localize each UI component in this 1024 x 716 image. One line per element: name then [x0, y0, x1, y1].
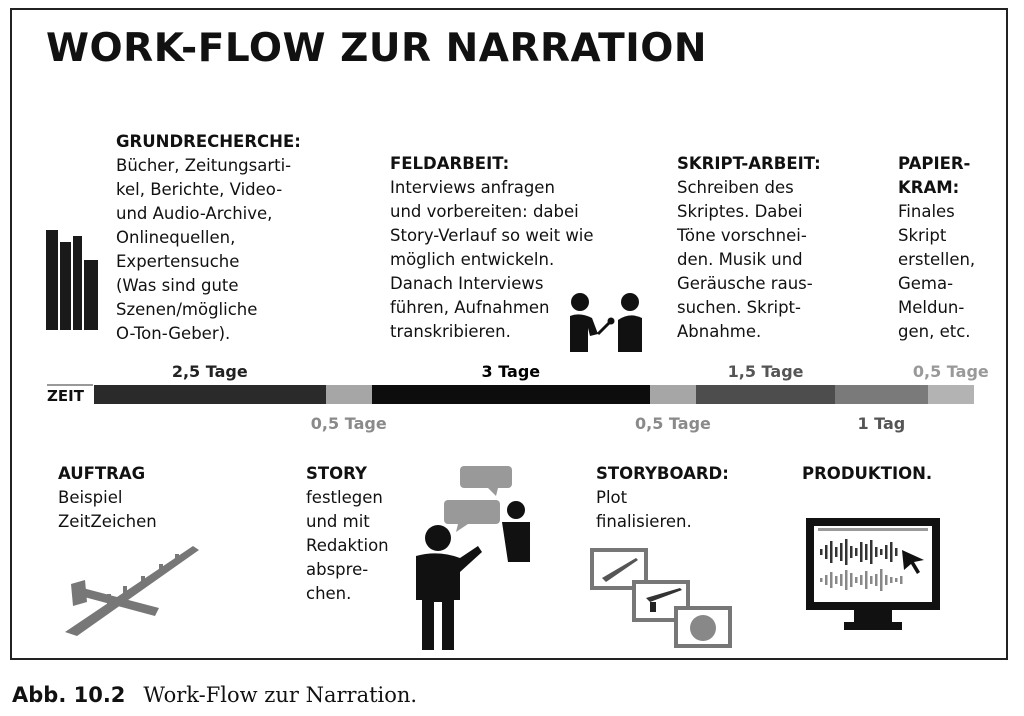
diagram-frame	[10, 8, 1008, 660]
airplane-icon	[65, 546, 199, 636]
caption-label: Abb. 10.2	[12, 683, 126, 707]
timeline-duration-label: 0,5 Tage	[635, 414, 711, 433]
timeline-duration-label: 1 Tag	[857, 414, 906, 433]
timeline-duration-label: 1,5 Tage	[727, 362, 804, 381]
monitor-icon	[806, 518, 940, 630]
step-text: Finales Skript erstellen, Gema- Meldun- …	[898, 202, 976, 341]
step-produktion: PRODUKTION.	[802, 462, 932, 486]
step-text: Schreiben des Skriptes. Dabei Töne vorsc…	[677, 178, 813, 341]
step-auftrag: AUFTRAG Beispiel ZeitZeichen	[58, 462, 157, 534]
step-heading: PAPIER- KRAM:	[898, 154, 971, 197]
page-title: WORK-FLOW ZUR NARRATION	[46, 26, 708, 71]
phone-call-icon	[416, 466, 530, 650]
timeline-segment	[649, 385, 697, 404]
caption-text: Work-Flow zur Narration.	[143, 683, 418, 707]
step-text: Bücher, Zeitungsarti- kel, Berichte, Vid…	[116, 156, 292, 343]
step-papierkram: PAPIER- KRAM: Finales Skript erstellen, …	[898, 152, 975, 344]
figure-caption: Abb. 10.2 Work-Flow zur Narration.	[12, 683, 417, 707]
step-text: Plot finalisieren.	[596, 488, 692, 531]
timeline-segment	[371, 385, 650, 404]
timeline-segment	[927, 385, 974, 404]
timeline-duration-label: 3 Tage	[481, 362, 541, 381]
interview-icon	[570, 293, 642, 352]
step-skript-arbeit: SKRIPT-ARBEIT: Schreiben des Skriptes. D…	[677, 152, 821, 344]
step-storyboard: STORYBOARD: Plot finalisieren.	[596, 462, 729, 534]
step-text: festlegen und mit Redaktion abspre- chen…	[306, 488, 389, 603]
step-story: STORY festlegen und mit Redaktion abspre…	[306, 462, 389, 606]
timeline-duration-label: 0,5 Tage	[912, 362, 989, 381]
step-heading: GRUNDRECHERCHE:	[116, 132, 301, 151]
timeline-duration-label: 2,5 Tage	[171, 362, 248, 381]
timeline-segment	[835, 385, 928, 404]
storyboard-icon	[590, 548, 732, 648]
step-heading: FELDARBEIT:	[390, 154, 510, 173]
books-icon	[46, 230, 98, 330]
step-grundrecherche: GRUNDRECHERCHE: Bücher, Zeitungsarti- ke…	[116, 130, 301, 346]
step-heading: AUFTRAG	[58, 464, 146, 483]
step-heading: STORYBOARD:	[596, 464, 729, 483]
step-heading: PRODUKTION.	[802, 464, 933, 483]
timeline-axis-stub	[47, 384, 93, 386]
step-feldarbeit: FELDARBEIT: Interviews anfragen und vorb…	[390, 152, 594, 344]
timeline-duration-label: 0,5 Tage	[310, 414, 387, 433]
step-text: Interviews anfragen und vorbereiten: dab…	[390, 178, 594, 341]
timeline-segment	[94, 385, 326, 404]
timeline-segment	[325, 385, 372, 404]
step-heading: STORY	[306, 464, 367, 483]
timeline-axis-label: ZEIT	[47, 387, 84, 405]
step-heading: SKRIPT-ARBEIT:	[677, 154, 821, 173]
step-text: Beispiel ZeitZeichen	[58, 488, 157, 531]
timeline-segment	[696, 385, 836, 404]
